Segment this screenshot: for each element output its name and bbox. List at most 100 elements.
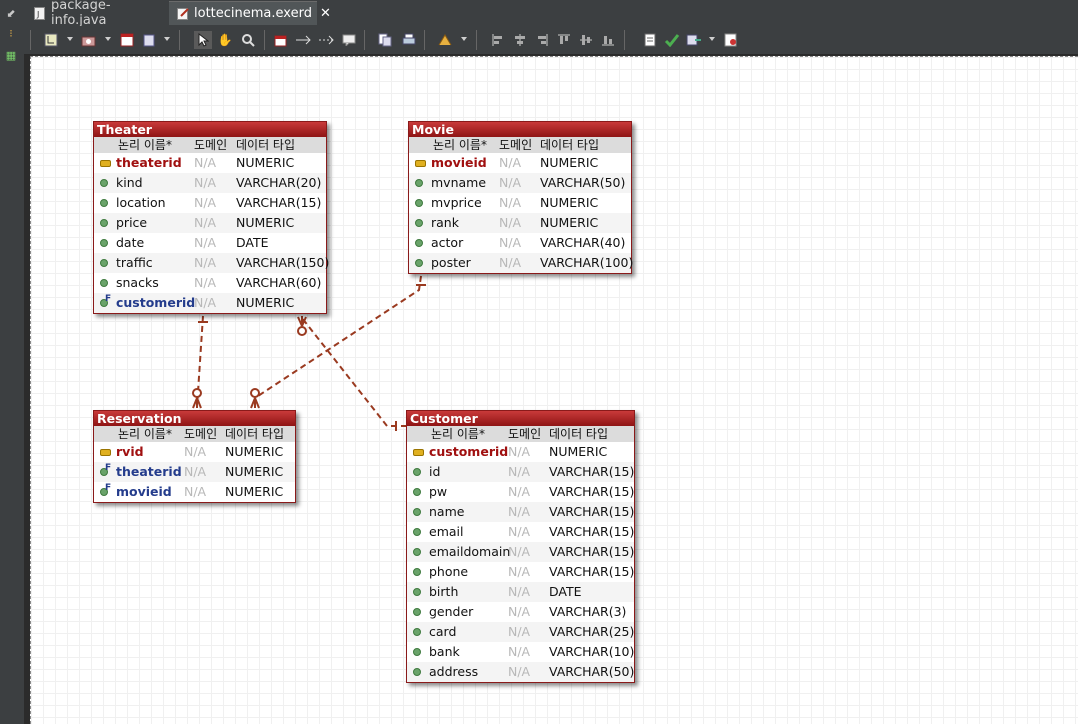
column-type: VARCHAR(40) — [540, 235, 626, 250]
minimize-icon[interactable]: ⬋ — [6, 7, 16, 20]
chevron-down-icon[interactable] — [105, 37, 111, 41]
column-icon — [413, 528, 421, 536]
svg-text:J: J — [36, 10, 39, 19]
column-icon — [100, 179, 108, 187]
column-type: VARCHAR(3) — [549, 604, 627, 619]
forward-engineer-icon[interactable] — [685, 31, 703, 49]
column-type: NUMERIC — [540, 215, 599, 230]
entity-title[interactable]: Customer — [407, 411, 634, 426]
entity-title[interactable]: Movie — [409, 122, 631, 137]
auto-layout-icon[interactable] — [436, 31, 454, 49]
column-list: customerid N/A NUMERIC id N/A VARCHAR(15… — [407, 442, 634, 682]
column-row[interactable]: gender N/A VARCHAR(3) — [407, 602, 634, 622]
align-center-icon[interactable] — [511, 31, 529, 49]
column-row[interactable]: rank N/A NUMERIC — [409, 213, 631, 233]
column-row[interactable]: kind N/A VARCHAR(20) — [94, 173, 326, 193]
tab-package-info[interactable]: J package-info.java — [26, 0, 168, 28]
column-domain: N/A — [508, 664, 531, 679]
column-row[interactable]: traffic N/A VARCHAR(150) — [94, 253, 329, 273]
align-bottom-icon[interactable] — [599, 31, 617, 49]
column-row[interactable]: mvname N/A VARCHAR(50) — [409, 173, 631, 193]
chevron-down-icon[interactable] — [164, 37, 170, 41]
column-domain: N/A — [508, 524, 531, 539]
column-row[interactable]: date N/A DATE — [94, 233, 326, 253]
column-row[interactable]: location N/A VARCHAR(15) — [94, 193, 326, 213]
identifying-relation-icon[interactable] — [294, 31, 312, 49]
column-row[interactable]: name N/A VARCHAR(15) — [407, 502, 634, 522]
column-domain: N/A — [194, 295, 217, 310]
column-row[interactable]: emaildomain N/A VARCHAR(15) — [407, 542, 634, 562]
column-row[interactable]: poster N/A VARCHAR(100) — [409, 253, 634, 273]
print-icon[interactable] — [400, 31, 418, 49]
column-row[interactable]: mvprice N/A NUMERIC — [409, 193, 631, 213]
palette-icon[interactable]: ▦ — [5, 49, 17, 62]
column-domain: N/A — [184, 444, 207, 459]
copy-icon[interactable] — [376, 31, 394, 49]
column-row[interactable]: movieid N/A NUMERIC — [409, 153, 631, 173]
column-row[interactable]: theaterid N/A NUMERIC — [94, 153, 326, 173]
entity-theater[interactable]: Theater 논리 이름* 도메인 데이터 타입 theaterid N/A … — [93, 121, 329, 314]
column-row[interactable]: customerid N/A NUMERIC — [407, 442, 634, 462]
new-table-icon[interactable] — [272, 31, 290, 49]
column-name: price — [116, 215, 148, 230]
column-name: theaterid — [116, 464, 182, 479]
column-row[interactable]: price N/A NUMERIC — [94, 213, 326, 233]
logical-name-header: 논리 이름* — [118, 427, 172, 441]
column-row[interactable]: movieid N/A NUMERIC — [94, 482, 295, 502]
column-type: VARCHAR(10) — [549, 644, 635, 659]
note-icon[interactable] — [140, 31, 158, 49]
column-type: VARCHAR(100) — [540, 255, 634, 270]
column-type: VARCHAR(15) — [549, 464, 635, 479]
column-row[interactable]: rvid N/A NUMERIC — [94, 442, 295, 462]
column-name: movieid — [116, 484, 172, 499]
column-name: name — [429, 504, 465, 519]
column-row[interactable]: birth N/A DATE — [407, 582, 634, 602]
close-icon[interactable]: ✕ — [319, 6, 331, 21]
tab-lottecinema[interactable]: lottecinema.exerd ✕ — [169, 1, 331, 25]
column-row[interactable]: customerid N/A NUMERIC — [94, 293, 326, 313]
column-name: emaildomain — [429, 544, 511, 559]
table-icon[interactable] — [118, 31, 136, 49]
entity-customer[interactable]: Customer 논리 이름* 도메인 데이터 타입 customerid N/… — [406, 410, 635, 683]
column-icon — [413, 508, 421, 516]
column-row[interactable]: address N/A VARCHAR(50) — [407, 662, 634, 682]
export-image-icon[interactable] — [80, 31, 98, 49]
chevron-down-icon[interactable] — [461, 37, 467, 41]
chevron-down-icon[interactable] — [67, 37, 73, 41]
column-row[interactable]: pw N/A VARCHAR(15) — [407, 482, 634, 502]
column-domain: N/A — [508, 504, 531, 519]
settings-icon[interactable] — [722, 31, 740, 49]
entity-movie[interactable]: Movie 논리 이름* 도메인 데이터 타입 movieid N/A NUME… — [408, 121, 634, 274]
column-row[interactable]: bank N/A VARCHAR(10) — [407, 642, 634, 662]
hand-pan-icon[interactable]: ✋ — [217, 33, 233, 47]
validate-icon[interactable] — [663, 31, 681, 49]
align-left-icon[interactable] — [489, 31, 507, 49]
toolbar-separator — [364, 30, 365, 50]
column-row[interactable]: id N/A VARCHAR(15) — [407, 462, 634, 482]
column-row[interactable]: snacks N/A VARCHAR(60) — [94, 273, 326, 293]
column-header: 논리 이름* 도메인 데이터 타입 — [94, 137, 326, 153]
column-row[interactable]: card N/A VARCHAR(25) — [407, 622, 634, 642]
align-middle-icon[interactable] — [577, 31, 595, 49]
column-icon — [415, 179, 423, 187]
entity-title[interactable]: Theater — [94, 122, 326, 137]
align-right-icon[interactable] — [533, 31, 551, 49]
non-identifying-relation-icon[interactable] — [317, 31, 335, 49]
select-pointer-icon[interactable] — [194, 31, 212, 49]
layout-icon[interactable] — [42, 31, 60, 49]
entity-title[interactable]: Reservation — [94, 411, 295, 426]
column-row[interactable]: theaterid N/A NUMERIC — [94, 462, 295, 482]
column-row[interactable]: actor N/A VARCHAR(40) — [409, 233, 631, 253]
chevron-down-icon[interactable] — [709, 37, 715, 41]
comment-icon[interactable] — [340, 31, 358, 49]
column-type: VARCHAR(50) — [540, 175, 626, 190]
column-icon — [413, 668, 421, 676]
document-icon[interactable] — [641, 31, 659, 49]
column-row[interactable]: phone N/A VARCHAR(15) — [407, 562, 634, 582]
column-domain: N/A — [508, 444, 531, 459]
align-top-icon[interactable] — [555, 31, 573, 49]
zoom-icon[interactable] — [239, 31, 257, 49]
entity-reservation[interactable]: Reservation 논리 이름* 도메인 데이터 타입 rvid N/A N… — [93, 410, 296, 503]
outline-icon[interactable]: ⁝ — [9, 27, 13, 40]
column-row[interactable]: email N/A VARCHAR(15) — [407, 522, 634, 542]
